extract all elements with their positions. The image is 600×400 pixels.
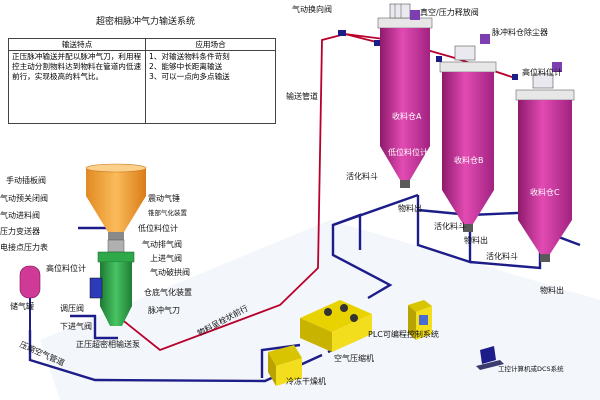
application-item: 2、能够中长距离输送 bbox=[149, 62, 223, 71]
label-activation-hopper-b: 活化料斗 bbox=[434, 222, 466, 231]
label-high-level-meter: 高位料位计 bbox=[522, 68, 562, 77]
label-material-out-a: 物料出 bbox=[398, 204, 422, 213]
label-cone-aeration: 锥部气化装置 bbox=[148, 209, 187, 217]
label-pressure-regulator: 调压阀 bbox=[60, 304, 84, 313]
label-silo-b: 收料仓B bbox=[454, 156, 484, 165]
application-item: 3、可以一点向多点输送 bbox=[149, 72, 230, 81]
air-tank bbox=[19, 265, 41, 330]
silo-c bbox=[515, 73, 575, 262]
label-plc-system: PLC可编程控制系统 bbox=[368, 330, 439, 339]
label-contact-pressure-gauge: 电接点压力表 bbox=[0, 243, 48, 252]
label-bottom-aeration: 仓底气化装置 bbox=[144, 288, 192, 297]
label-conveying-pipe: 输送管道 bbox=[286, 92, 318, 101]
application-item: 1、对输送物料条件苛刻 bbox=[149, 52, 230, 61]
label-exhaust-valve: 气动排气阀 bbox=[142, 240, 182, 249]
label-pulse-dust-collector: 脉冲料仓除尘器 bbox=[492, 28, 548, 37]
label-vacuum-release-valve: 真空/压力释放阀 bbox=[420, 8, 479, 17]
table-header-features: 输送特点 bbox=[8, 38, 146, 51]
table-cell-applications: 1、对输送物料条件苛刻 2、能够中长距离输送 3、可以一点向多点输送 bbox=[145, 50, 276, 124]
label-silo-a: 收料仓A bbox=[392, 112, 422, 121]
collector-box-a bbox=[410, 10, 420, 20]
diagram-title: 超密相脉冲气力输送系统 bbox=[96, 17, 196, 27]
label-vibration-hammer: 震动气锤 bbox=[148, 194, 180, 203]
label-pre-close-valve: 气动预关闭阀 bbox=[0, 194, 48, 203]
label-low-level-meter-left: 低位料位计 bbox=[138, 224, 178, 233]
label-silo-c: 收料仓C bbox=[530, 188, 560, 197]
collector-box-c bbox=[552, 62, 562, 72]
label-material-out-c: 物料出 bbox=[540, 286, 564, 295]
label-pressure-transmitter: 压力变送器 bbox=[0, 227, 40, 236]
air-compressor-unit bbox=[300, 300, 372, 352]
collector-box-b bbox=[480, 34, 490, 44]
table-header-applications: 应用场合 bbox=[145, 38, 276, 51]
silo-b bbox=[439, 45, 497, 232]
label-pump-name: 正压超密相输送泵 bbox=[76, 340, 140, 349]
features-text: 正压脉冲输送并配以脉冲气刀，利用程控主动分割物料达到物料在管道内低速前行，实现极… bbox=[12, 52, 142, 81]
label-material-out-b: 物料出 bbox=[464, 236, 488, 245]
valve-markers bbox=[338, 30, 518, 80]
silo-a bbox=[377, 3, 433, 188]
feed-hopper bbox=[85, 163, 147, 240]
pump-vessel bbox=[89, 239, 135, 326]
label-air-tank: 储气罐 bbox=[10, 302, 34, 311]
label-pneumatic-arch-breaker: 气动破拱阀 bbox=[150, 268, 190, 277]
label-upper-air-inlet: 上进气阀 bbox=[150, 254, 182, 263]
info-table: 输送特点 应用场合 正压脉冲输送并配以脉冲气刀，利用程控主动分割物料达到物料在管… bbox=[8, 38, 276, 124]
label-activation-hopper-a: 活化料斗 bbox=[346, 172, 378, 181]
label-dcs-system: 工控计算机或DCS系统 bbox=[498, 365, 564, 373]
table-cell-features: 正压脉冲输送并配以脉冲气刀，利用程控主动分割物料达到物料在管道内低速前行，实现极… bbox=[8, 50, 146, 124]
label-feed-valve: 气动进料阀 bbox=[0, 211, 40, 220]
computer-terminal bbox=[476, 346, 504, 370]
label-air-compressor: 空气压缩机 bbox=[334, 354, 374, 363]
plc-cabinet bbox=[408, 300, 432, 340]
label-pneumatic-switch-valve: 气动换向阀 bbox=[292, 5, 332, 14]
label-activation-hopper-c: 活化料斗 bbox=[486, 252, 518, 261]
label-dryer: 冷冻干燥机 bbox=[286, 377, 326, 386]
label-low-level-meter: 低位料位计 bbox=[388, 148, 428, 157]
label-high-level-meter-left: 高位料位计 bbox=[46, 264, 86, 273]
label-pulse-air-knife: 脉冲气刀 bbox=[148, 306, 180, 315]
label-manual-gate-valve: 手动插板阀 bbox=[6, 176, 46, 185]
label-lower-air-inlet: 下进气阀 bbox=[60, 322, 92, 331]
dryer-unit bbox=[268, 345, 302, 386]
